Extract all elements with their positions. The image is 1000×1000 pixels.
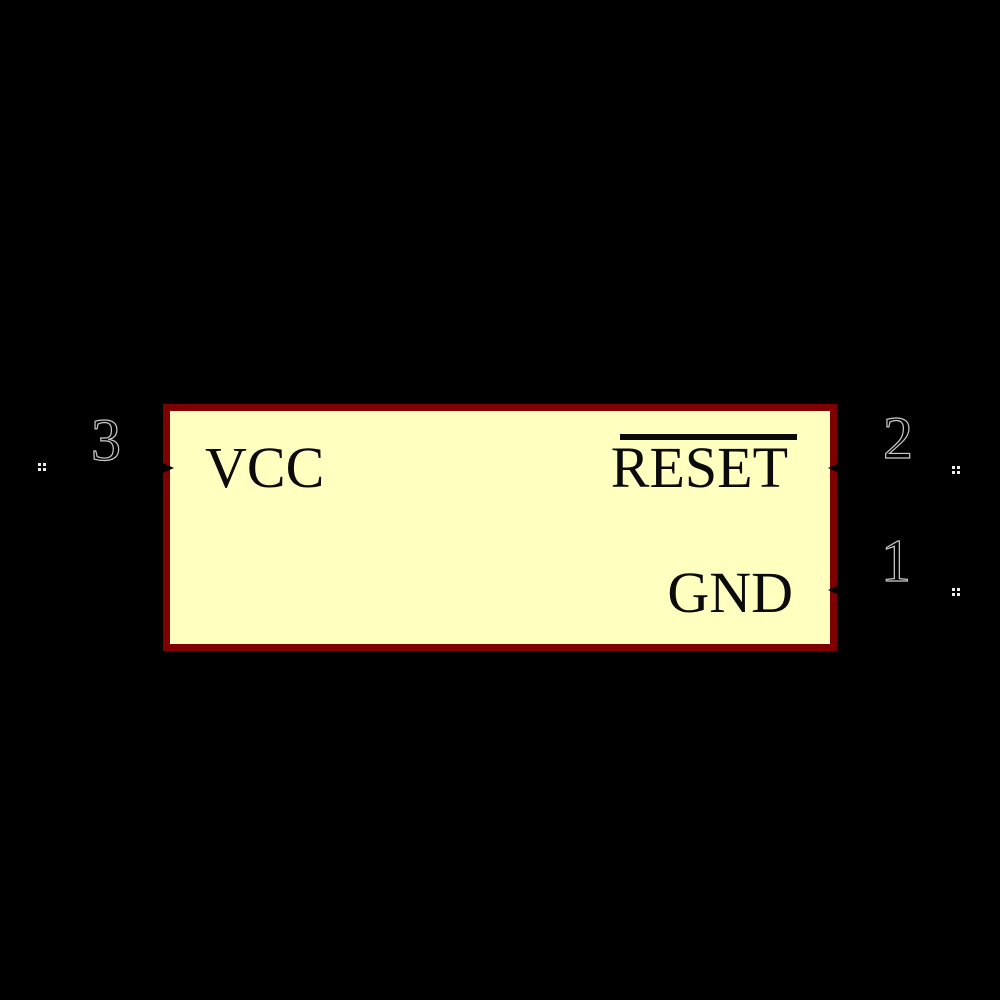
pin-1-line[interactable] [837,589,952,592]
active-low-overline [620,434,797,440]
pin-2-end-marker-icon[interactable] [952,466,955,469]
pin-3-end-marker-icon[interactable] [38,463,41,466]
pin-label-reset: RESET [610,435,788,500]
pin-3-number: 3 [90,407,121,473]
pin-1-end-marker-icon[interactable] [952,588,955,591]
pin-1-number: 1 [880,528,911,594]
component-body[interactable] [163,404,837,651]
pin-2-number: 2 [882,405,913,471]
pin-2-arrowhead-icon [828,461,844,475]
pin-1-arrowhead-icon [828,583,844,597]
pin-label-gnd: GND [667,560,793,625]
pin-2-line[interactable] [837,467,952,470]
pin-3-line[interactable] [45,466,163,469]
pin-label-vcc: VCC [205,435,325,500]
pin-3-arrowhead-icon [158,461,174,475]
